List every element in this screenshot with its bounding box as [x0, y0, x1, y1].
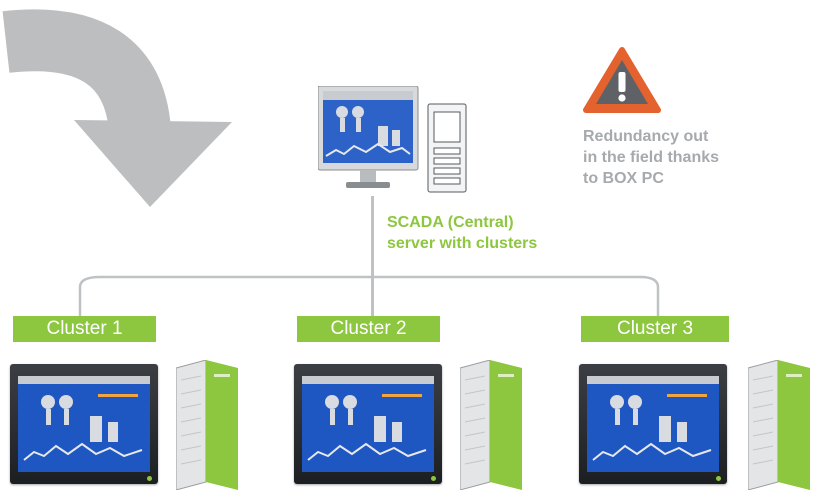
- curved-arrow-icon: [2, 9, 232, 207]
- status-led: [147, 476, 152, 481]
- status-led: [716, 476, 721, 481]
- hmi-screen: [18, 376, 150, 472]
- cluster-1-tag: Cluster 1: [13, 316, 156, 342]
- panel-pc-cluster-3: [579, 364, 727, 484]
- panel-pc-cluster-1: [10, 364, 158, 484]
- box-pc-cluster-2: [460, 360, 522, 490]
- hmi-screen: [302, 376, 434, 472]
- panel-pc-cluster-2: [294, 364, 442, 484]
- hmi-screen: [587, 376, 719, 472]
- scada-server-label: SCADA (Central) server with clusters: [387, 214, 538, 252]
- box-pc-cluster-1: [176, 360, 238, 490]
- monitor-icon: [318, 86, 467, 193]
- cluster-2-tag: Cluster 2: [297, 316, 440, 342]
- warning-triangle-icon: [583, 47, 661, 113]
- cluster-3-tag: Cluster 3: [581, 316, 729, 342]
- cluster-bus-line: [78, 275, 660, 317]
- central-vertical-line: [371, 196, 374, 317]
- box-pc-cluster-3: [748, 360, 810, 490]
- redundancy-note: Redundancy out in the field thanks to BO…: [583, 128, 720, 187]
- status-led: [431, 476, 436, 481]
- central-workstation: [318, 86, 468, 196]
